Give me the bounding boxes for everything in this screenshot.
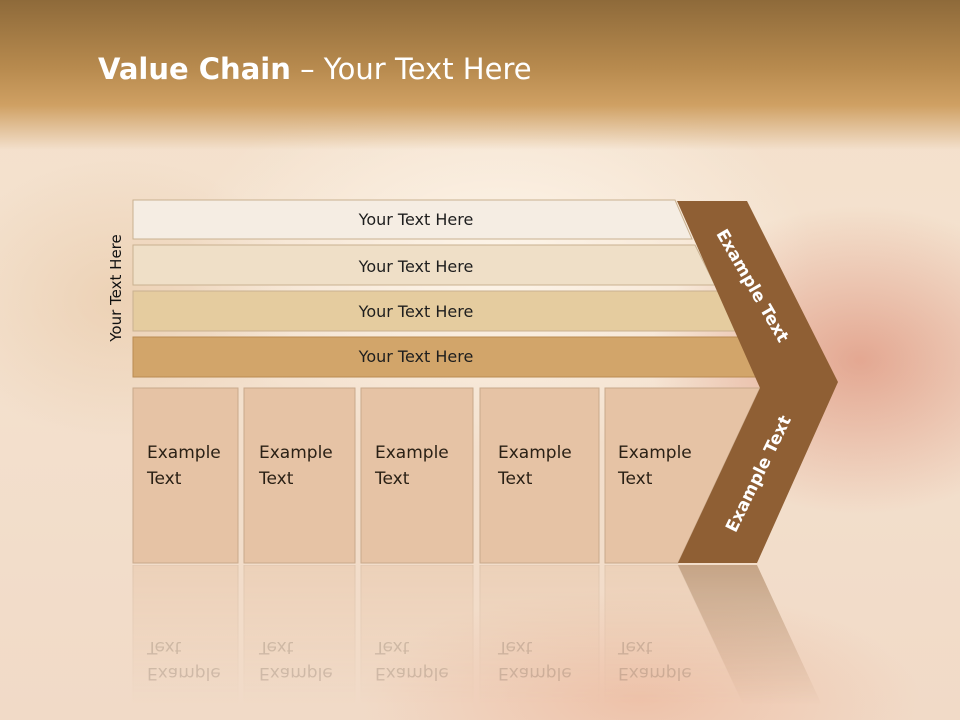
cell-4-reflection-line2: Text bbox=[498, 637, 533, 657]
cell-3-reflection: Example Text bbox=[375, 634, 475, 686]
title-rest: – Your Text Here bbox=[290, 52, 532, 86]
cell-3 bbox=[360, 387, 474, 564]
cell-2-line1: Example bbox=[259, 443, 333, 463]
cell-3-line2: Text bbox=[375, 469, 410, 489]
cell-3-reflection-line2: Text bbox=[375, 637, 410, 657]
cell-1-reflection: Example Text bbox=[147, 634, 247, 686]
cell-2-line2: Text bbox=[259, 469, 294, 489]
cell-2-reflection: Example Text bbox=[259, 634, 359, 686]
cell-3-reflection-line1: Example bbox=[375, 663, 449, 683]
cell-4-reflection: Example Text bbox=[498, 634, 598, 686]
cell-2 bbox=[243, 387, 356, 564]
slide-title: Value Chain – Your Text Here bbox=[98, 52, 532, 86]
title-bold: Value Chain bbox=[98, 52, 291, 86]
cell-5-reflection-line2: Text bbox=[618, 637, 653, 657]
chevron-arrow bbox=[677, 201, 838, 563]
cell-5-line1: Example bbox=[618, 443, 692, 463]
cell-4-line1: Example bbox=[498, 443, 572, 463]
bar-1-label: Your Text Here bbox=[358, 210, 474, 229]
cell-5-reflection: Example Text bbox=[618, 634, 718, 686]
cell-1-line1: Example bbox=[147, 443, 221, 463]
cell-5-reflection-line1: Example bbox=[618, 663, 692, 683]
cell-1-reflection-line2: Text bbox=[147, 637, 182, 657]
cell-2-reflection-line2: Text bbox=[259, 637, 294, 657]
cell-4 bbox=[479, 387, 600, 564]
cell-1-reflection-line1: Example bbox=[147, 663, 221, 683]
cell-4-reflection-line1: Example bbox=[498, 663, 572, 683]
diagram-reflection bbox=[132, 564, 829, 720]
title-band bbox=[0, 0, 960, 150]
cell-5-line2: Text bbox=[618, 469, 653, 489]
cell-1-line2: Text bbox=[147, 469, 182, 489]
cell-1 bbox=[132, 387, 239, 564]
cell-3-line1: Example bbox=[375, 443, 449, 463]
cell-2-reflection-line1: Example bbox=[259, 663, 333, 683]
bar-1 bbox=[132, 199, 693, 240]
bar-3-label: Your Text Here bbox=[358, 302, 474, 321]
cell-4-line2: Text bbox=[498, 469, 533, 489]
bar-2-label: Your Text Here bbox=[358, 257, 474, 276]
bar-4-label: Your Text Here bbox=[358, 347, 474, 366]
